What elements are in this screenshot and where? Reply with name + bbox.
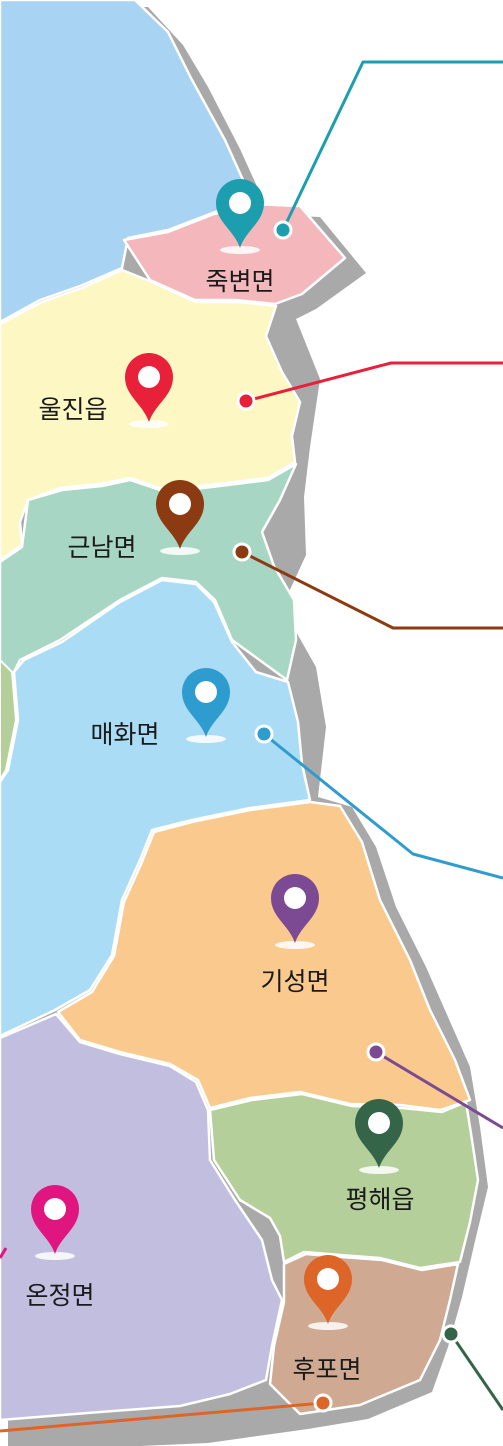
northwest-area <box>0 0 254 324</box>
pin-maehwa[interactable] <box>182 668 230 743</box>
pin-shadow <box>308 1322 348 1330</box>
pin-hole <box>284 887 306 909</box>
callout-line-hupo <box>0 1401 324 1433</box>
pin-hupo[interactable] <box>304 1255 352 1330</box>
callout-line-uljin <box>245 361 503 403</box>
dot-giseong <box>366 1042 386 1062</box>
callout-line-giseong <box>375 1050 503 1130</box>
dot-uljin <box>236 391 256 411</box>
label-uljin: 울진읍 <box>38 395 107 424</box>
region-maehwa[interactable] <box>0 578 312 1038</box>
pin-hole <box>169 493 191 515</box>
pin-geunnam[interactable] <box>156 480 204 555</box>
pin-shadow <box>275 941 315 949</box>
pin-pyeonghae[interactable] <box>355 1099 403 1174</box>
pin-jukbyeon[interactable] <box>216 179 264 254</box>
callout-line-jukbyeon <box>281 60 503 231</box>
dot-maehwa <box>254 724 274 744</box>
dot-jukbyeon <box>273 220 293 240</box>
label-pyeonghae: 평해읍 <box>345 1185 414 1214</box>
pin-hole <box>317 1268 339 1290</box>
callout-line-maehwa <box>263 732 503 880</box>
pin-uljin[interactable] <box>125 353 173 428</box>
region-onjeong[interactable] <box>0 1012 284 1422</box>
pin-shadow <box>35 1252 75 1260</box>
pin-hole <box>195 681 217 703</box>
callout-line-geunnam <box>241 550 503 630</box>
pin-shadow <box>129 420 169 428</box>
label-hupo: 후포면 <box>292 1355 361 1384</box>
callout-line-onjeong <box>0 1247 8 1259</box>
dot-hupo <box>313 1393 333 1413</box>
callout-lines <box>0 60 503 1433</box>
callout-dots <box>232 220 461 1413</box>
dot-pyeonghae <box>441 1324 461 1344</box>
callout-line-pyeonghae <box>449 1333 503 1411</box>
pin-shadow <box>186 735 226 743</box>
pin-hole <box>368 1112 390 1134</box>
pin-hole <box>44 1198 66 1220</box>
label-maehwa: 매화면 <box>90 720 159 749</box>
pin-shadow <box>359 1166 399 1174</box>
pin-shadow <box>220 246 260 254</box>
region-giseong[interactable] <box>56 800 472 1112</box>
pin-hole <box>138 366 160 388</box>
region-geunnam[interactable] <box>0 462 298 702</box>
label-giseong: 기성면 <box>260 967 329 996</box>
left-edge-area <box>0 658 18 782</box>
label-jukbyeon: 죽변면 <box>205 267 274 296</box>
label-geunnam: 근남면 <box>67 533 136 562</box>
dot-geunnam <box>232 542 252 562</box>
pin-giseong[interactable] <box>271 874 319 949</box>
pin-hole <box>229 192 251 214</box>
label-onjeong: 온정면 <box>25 1281 94 1310</box>
pin-shadow <box>160 547 200 555</box>
pin-onjeong[interactable] <box>31 1185 79 1260</box>
